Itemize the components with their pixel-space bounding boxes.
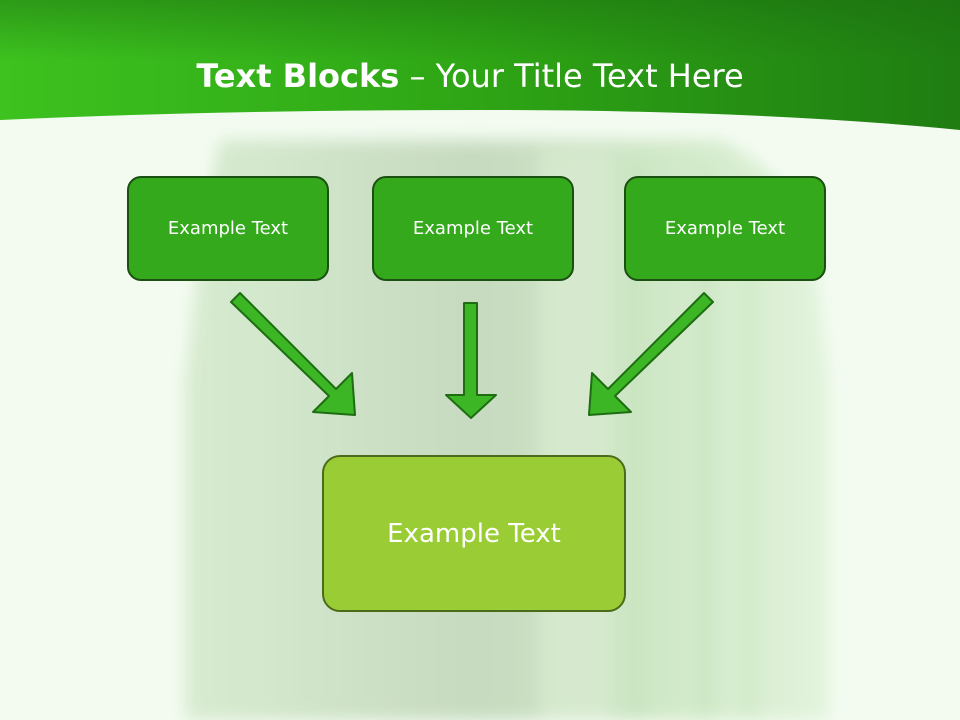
text-block-center: Example Text: [372, 176, 574, 281]
text-block-right: Example Text: [624, 176, 826, 281]
arrow-right-diagonal: [588, 292, 714, 416]
title-dash: –: [399, 57, 436, 95]
text-block-center-label: Example Text: [412, 218, 534, 239]
text-block-left-label: Example Text: [167, 218, 289, 239]
title-bold: Text Blocks: [196, 57, 400, 95]
title-rest: Your Title Text Here: [435, 57, 744, 95]
text-block-right-label: Example Text: [664, 218, 786, 239]
slide-title: Text Blocks – Your Title Text Here: [0, 52, 950, 100]
text-block-bottom-label: Example Text: [387, 518, 561, 549]
arrow-left-diagonal: [230, 292, 356, 416]
text-block-bottom: Example Text: [322, 455, 626, 612]
arrow-center-down: [445, 302, 497, 419]
text-block-left: Example Text: [127, 176, 329, 281]
